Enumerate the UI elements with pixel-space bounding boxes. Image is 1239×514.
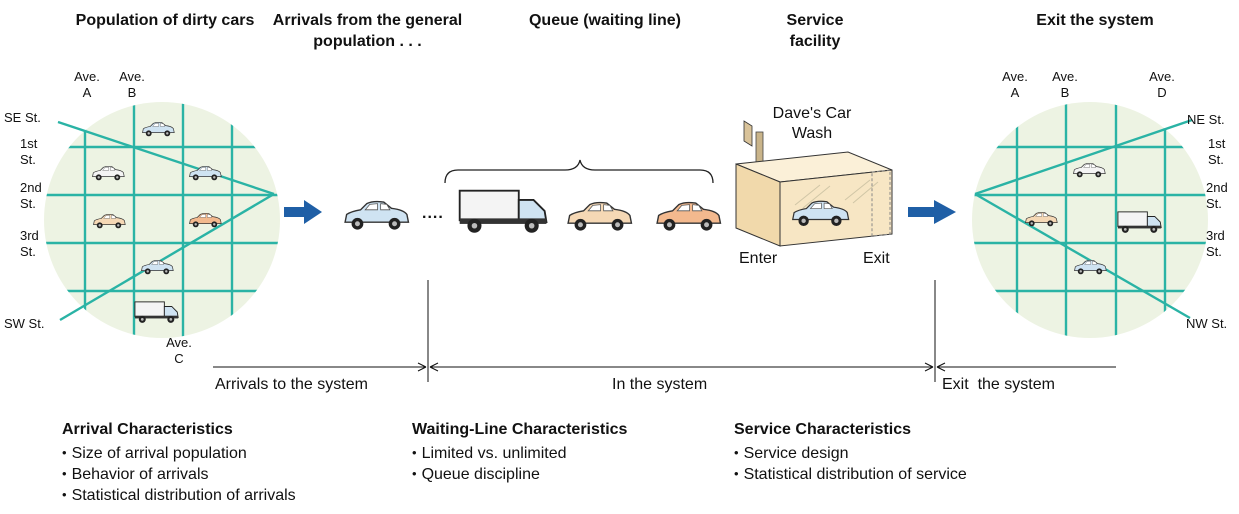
timeline-in-system-label: In the system (612, 376, 708, 393)
right-ave-a-label: Ave. A (1002, 69, 1028, 100)
car-wash-sign: Dave's Car Wash (772, 105, 852, 142)
arrival-characteristics-title: Arrival Characteristics (62, 421, 233, 438)
left-se-st-label: SE St. (4, 110, 41, 125)
list-item: Statistical distribution of arrivals (62, 485, 392, 506)
left-ave-a-label: Ave. A (74, 69, 100, 100)
left-population-map (44, 102, 280, 338)
header-exit: Exit the system (1036, 12, 1154, 29)
waiting-line-characteristics-title: Waiting-Line Characteristics (412, 421, 628, 438)
timeline (213, 280, 1116, 382)
right-2nd-st-label: 2nd St. (1206, 180, 1228, 211)
list-item: Statistical distribution of service (734, 464, 1064, 485)
queue-car-2 (656, 201, 722, 232)
list-item: Size of arrival population (62, 443, 392, 464)
queue-truck (458, 189, 548, 234)
waiting-line-characteristics-list: Limited vs. unlimited Queue discipline (412, 443, 712, 485)
arriving-car (344, 200, 410, 231)
list-item: Limited vs. unlimited (412, 443, 712, 464)
arrival-characteristics-list: Size of arrival population Behavior of a… (62, 443, 392, 506)
service-characteristics-list: Service design Statistical distribution … (734, 443, 1064, 485)
list-item: Queue discipline (412, 464, 712, 485)
right-ave-b-label: Ave. B (1052, 69, 1078, 100)
list-item: Service design (734, 443, 1064, 464)
timeline-exit-label: Exit the system (942, 376, 1055, 393)
header-queue: Queue (waiting line) (528, 12, 681, 29)
right-nw-st-label: NW St. (1186, 316, 1228, 331)
header-service: Service facility (786, 12, 844, 50)
left-sw-st-label: SW St. (4, 316, 45, 331)
left-ave-b-label: Ave. B (119, 69, 145, 100)
service-characteristics-title: Service Characteristics (734, 421, 911, 438)
header-arrivals: Arrivals from the general population . .… (272, 12, 463, 50)
car-wash-enter-label: Enter (739, 250, 778, 267)
right-ave-d-label: Ave. D (1149, 69, 1175, 100)
queue-car-1 (567, 201, 633, 232)
right-1st-st-label: 1st St. (1208, 136, 1226, 167)
left-2nd-st-label: 2nd St. (20, 180, 42, 211)
left-ave-c-label: Ave. C (166, 335, 192, 366)
arrival-characteristics: Arrival Characteristics Size of arrival … (62, 421, 392, 506)
arrival-arrow (284, 200, 322, 224)
service-characteristics: Service Characteristics Service design S… (734, 421, 1064, 485)
left-3rd-st-label: 3rd St. (20, 228, 39, 259)
car-wash-exit-label: Exit (863, 250, 890, 267)
exit-arrow (908, 200, 956, 224)
car-wash-building (735, 120, 893, 247)
waiting-line-characteristics: Waiting-Line Characteristics Limited vs.… (412, 421, 712, 485)
right-3rd-st-label: 3rd St. (1206, 228, 1225, 259)
queue-ellipsis: .... (422, 205, 444, 222)
header-population: Population of dirty cars (75, 12, 255, 29)
queue-brace (444, 159, 714, 184)
right-ne-st-label: NE St. (1187, 112, 1225, 127)
left-1st-st-label: 1st St. (20, 136, 38, 167)
right-exit-map (972, 102, 1208, 338)
timeline-arrivals-label: Arrivals to the system (215, 376, 368, 393)
list-item: Behavior of arrivals (62, 464, 392, 485)
